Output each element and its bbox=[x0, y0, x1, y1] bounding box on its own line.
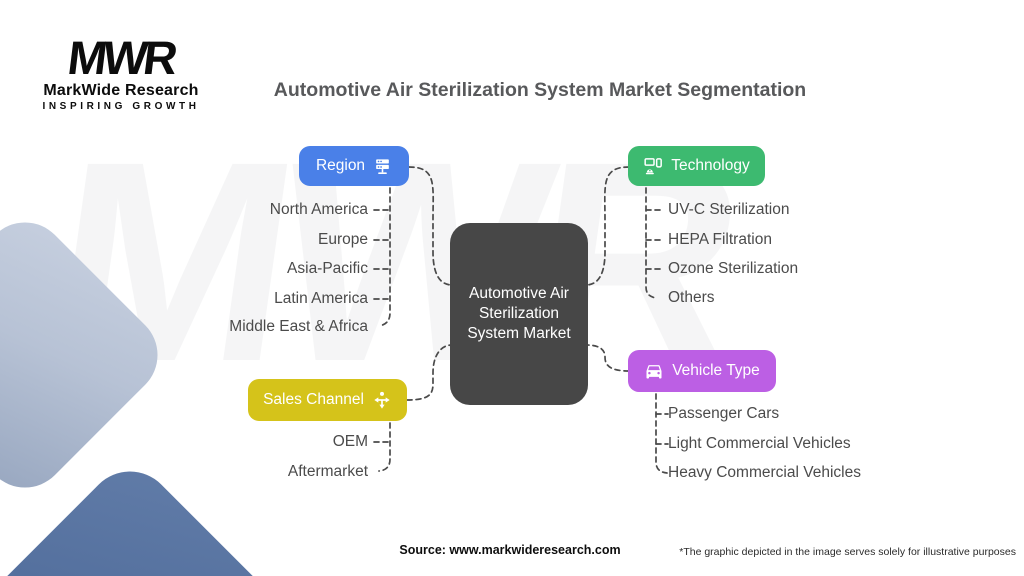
item-others: Others bbox=[668, 289, 715, 306]
connector-region-to-center bbox=[408, 166, 453, 286]
item-light-commercial-vehicles: Light Commercial Vehicles bbox=[668, 435, 851, 452]
item-north-america: North America bbox=[269, 201, 368, 218]
markwide-logo: MWR MarkWide Research INSPIRING GROWTH bbox=[36, 31, 206, 112]
item-ozone-sterilization: Ozone Sterilization bbox=[668, 260, 799, 277]
vehicle-type-label: Vehicle Type bbox=[672, 362, 760, 379]
logo-name: MarkWide Research bbox=[43, 81, 199, 99]
item-heavy-commercial-vehicles: Heavy Commercial Vehicles bbox=[668, 464, 861, 481]
server-rack-icon bbox=[373, 157, 392, 176]
devices-icon bbox=[643, 156, 663, 176]
central-market-label: Automotive Air Sterilization System Mark… bbox=[467, 285, 571, 342]
connector-region-spine bbox=[378, 187, 391, 327]
logo-tagline: INSPIRING GROWTH bbox=[42, 100, 200, 112]
item-aftermarket: Aftermarket bbox=[287, 463, 368, 480]
item-hepa-filtration: HEPA Filtration bbox=[668, 231, 772, 248]
central-market-node: Automotive Air Sterilization System Mark… bbox=[450, 223, 588, 405]
branch-badge-vehicle-type: Vehicle Type bbox=[628, 350, 776, 392]
branch-badge-sales-channel: Sales Channel bbox=[248, 379, 407, 421]
connector-sales-to-center bbox=[406, 344, 453, 401]
technology-label: Technology bbox=[671, 157, 750, 174]
logo-monogram: MWR bbox=[65, 31, 178, 84]
connector-technology-spine bbox=[645, 187, 658, 299]
item-europe: Europe bbox=[318, 231, 368, 248]
item-middle-east-africa: Middle East & Africa bbox=[229, 318, 368, 335]
source-text: Source: www.markwideresearch.com bbox=[399, 543, 621, 557]
branch-badge-region: Region bbox=[299, 146, 409, 186]
item-oem: OEM bbox=[332, 433, 368, 450]
item-passenger-cars: Passenger Cars bbox=[668, 405, 780, 422]
connector-sales-spine bbox=[378, 422, 391, 472]
item-asia-pacific: Asia-Pacific bbox=[287, 260, 368, 277]
item-latin-america: Latin America bbox=[274, 290, 368, 307]
sales-channel-label: Sales Channel bbox=[263, 391, 364, 408]
connector-technology-to-center bbox=[585, 166, 630, 286]
disclaimer-text: *The graphic depicted in the image serve… bbox=[679, 546, 1016, 558]
branch-badge-technology: Technology bbox=[628, 146, 765, 186]
region-label: Region bbox=[315, 157, 366, 174]
distribution-icon bbox=[372, 390, 392, 410]
car-icon bbox=[644, 361, 664, 381]
page-title: Automotive Air Sterilization System Mark… bbox=[273, 79, 807, 101]
connector-vehicle-to-center bbox=[585, 344, 630, 372]
item-uvc-sterilization: UV-C Sterilization bbox=[668, 201, 790, 218]
connector-vehicle-spine bbox=[655, 393, 668, 474]
